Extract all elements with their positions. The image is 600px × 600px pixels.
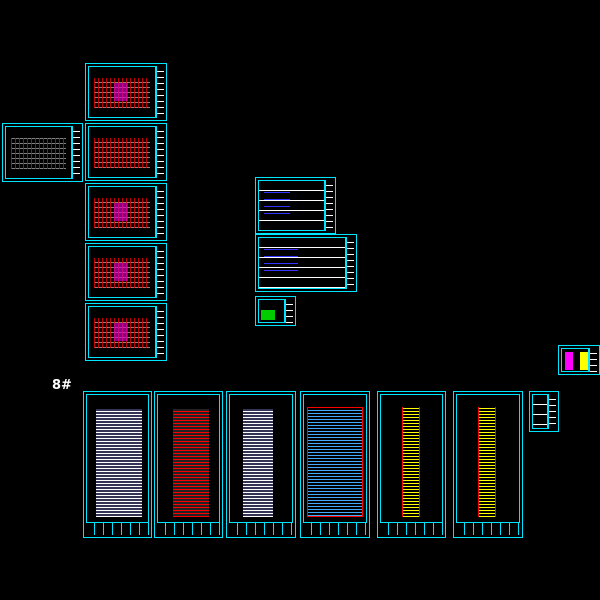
elevation-sheet[interactable]: [83, 391, 152, 538]
title-block: [156, 186, 164, 238]
sheet-frame: [258, 299, 285, 323]
building-elevation: [307, 407, 363, 517]
title-block: [303, 522, 367, 535]
sheet-frame: [561, 348, 589, 372]
elevation-sheet[interactable]: [226, 391, 296, 538]
floor-plan-sheet[interactable]: [85, 243, 167, 301]
detail-sheet[interactable]: [558, 345, 600, 375]
title-block: [72, 126, 80, 179]
sheet-frame: [5, 126, 72, 179]
section-sheet[interactable]: [453, 391, 523, 538]
roof-plan-sheet[interactable]: [85, 63, 167, 121]
building-elevation: [96, 409, 142, 517]
title-block: [156, 246, 164, 298]
sheet-frame: [88, 306, 156, 358]
sheet-frame: [532, 394, 548, 429]
title-block: [156, 126, 164, 178]
detail-block: [565, 352, 573, 370]
sheet-frame: [88, 246, 156, 298]
sheet-frame: [88, 66, 156, 118]
floor-plan-sheet[interactable]: [2, 123, 83, 182]
title-block: [456, 522, 520, 535]
schedule-sheet[interactable]: [255, 234, 357, 292]
title-block: [229, 522, 293, 535]
elevation-sheet[interactable]: [154, 391, 223, 538]
title-block: [380, 522, 443, 535]
text-lines: [264, 186, 290, 216]
sheet-frame: [88, 126, 156, 178]
title-block: [589, 348, 597, 372]
roof-plan: [94, 78, 150, 108]
elevation-sheet[interactable]: [300, 391, 370, 538]
title-block: [548, 394, 556, 429]
detail-sheet[interactable]: [255, 296, 296, 326]
detail-block: [580, 352, 588, 370]
detail-sheet[interactable]: [529, 391, 559, 432]
title-block: [156, 66, 164, 118]
text-lines: [264, 243, 299, 273]
building-section: [478, 407, 496, 517]
building-label: 8#: [52, 378, 72, 393]
building-section: [402, 407, 420, 517]
building-elevation: [173, 409, 209, 517]
section-sheet[interactable]: [377, 391, 446, 538]
building-elevation: [243, 409, 273, 517]
title-block: [285, 299, 293, 323]
title-block: [157, 522, 220, 535]
floor-plan: [11, 138, 66, 169]
title-block: [86, 522, 149, 535]
notes-sheet[interactable]: [255, 177, 336, 234]
title-block: [346, 237, 354, 289]
floor-plan-sheet[interactable]: [85, 123, 167, 181]
title-block: [156, 306, 164, 358]
floor-plan: [94, 258, 150, 288]
sheet-frame: [88, 186, 156, 238]
floor-plan-sheet[interactable]: [85, 303, 167, 361]
floor-plan: [94, 138, 150, 168]
title-block: [325, 180, 333, 231]
sheet-frame: [258, 180, 325, 231]
floor-plan: [94, 318, 150, 348]
floor-plan: [94, 198, 150, 228]
floor-plan-sheet[interactable]: [85, 183, 167, 241]
detail-block: [261, 310, 275, 320]
sheet-frame: [258, 237, 346, 289]
